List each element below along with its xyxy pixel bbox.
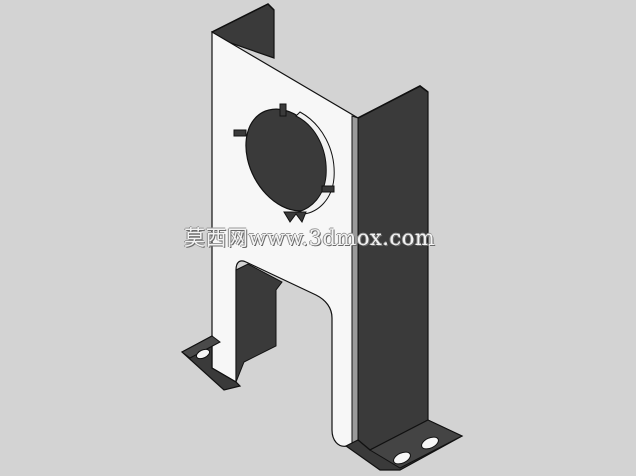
right-foot-top <box>368 419 464 469</box>
keyed-cutout <box>233 103 335 224</box>
left-foot-top <box>181 335 221 359</box>
rear-flange-edge <box>211 3 275 33</box>
right-wall-top-edge <box>357 85 429 119</box>
right-foot-slot-2 <box>421 436 439 450</box>
left-leg-side <box>235 263 283 383</box>
right-side-wall <box>357 85 429 451</box>
left-foot-slot <box>195 348 211 360</box>
watermark-text: 莫西网www.3dmox.com <box>184 226 436 250</box>
right-foot-slot-1 <box>393 451 411 465</box>
right-wall-thickness <box>351 115 359 445</box>
